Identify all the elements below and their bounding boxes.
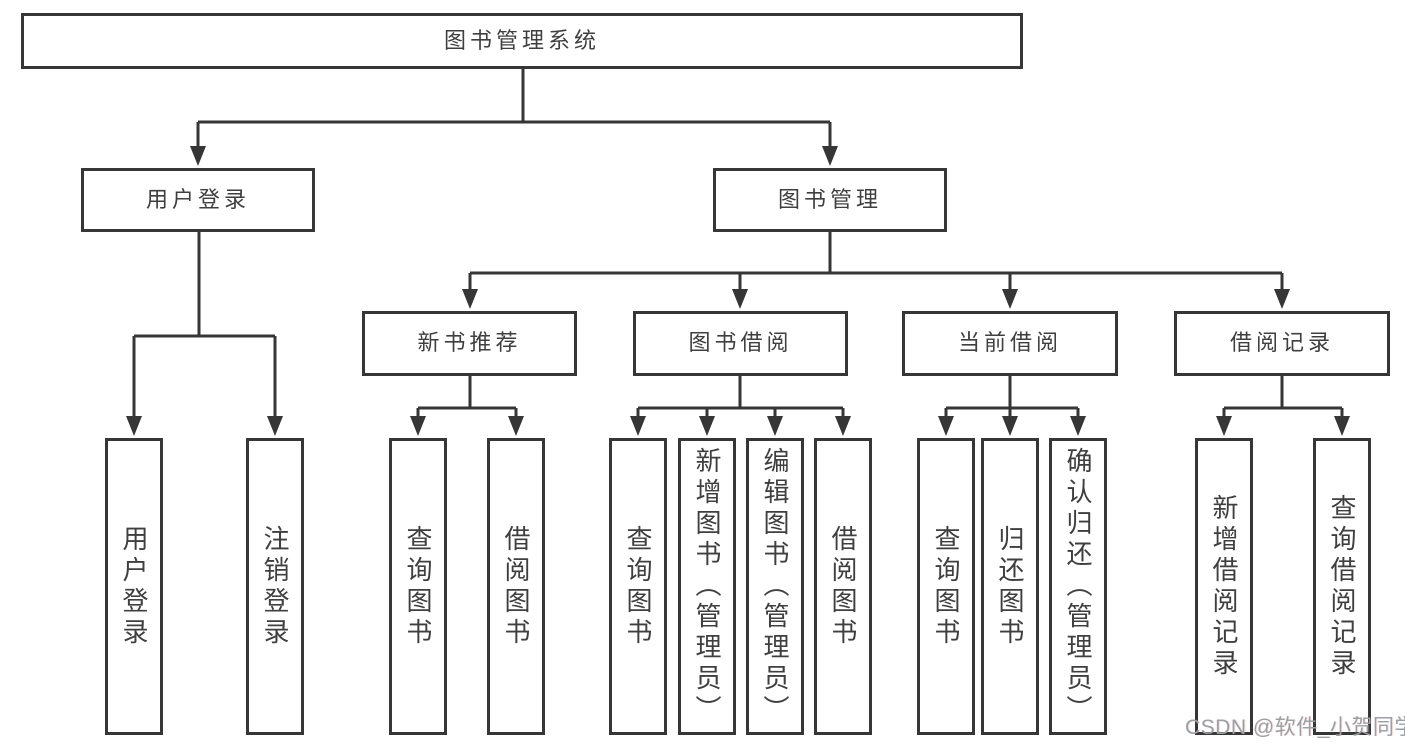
node-label: 注销登录 bbox=[260, 524, 290, 649]
node-label: 查询借阅记录 bbox=[1327, 493, 1357, 680]
node-label: 归还图书 bbox=[995, 524, 1025, 649]
node-label: 编辑图书（管理员） bbox=[760, 447, 790, 726]
node-label: 查询图书 bbox=[931, 524, 961, 649]
node-label: 当前借阅 bbox=[957, 330, 1062, 356]
leaf-borrow-book-2: 借阅图书 bbox=[814, 438, 872, 735]
node-label: 用户登录 bbox=[119, 524, 149, 649]
node-label: 查询图书 bbox=[403, 524, 433, 649]
node-label: 借阅图书 bbox=[828, 524, 858, 649]
connector-paths bbox=[132, 69, 1344, 417]
node-label: 用户登录 bbox=[145, 186, 250, 212]
node-user-login: 用户登录 bbox=[81, 168, 315, 232]
node-label: 图书借阅 bbox=[688, 330, 793, 356]
node-current-borrow: 当前借阅 bbox=[902, 311, 1118, 376]
leaf-confirm-return-admin: 确认归还（管理员） bbox=[1049, 438, 1107, 735]
node-label: 新增图书（管理员） bbox=[692, 447, 722, 726]
leaf-borrow-book-1: 借阅图书 bbox=[487, 438, 545, 735]
leaf-logout: 注销登录 bbox=[246, 438, 304, 735]
node-book-borrow: 图书借阅 bbox=[633, 311, 848, 376]
node-library-system: 图书管理系统 bbox=[21, 13, 1023, 69]
node-label: 新书推荐 bbox=[417, 330, 522, 356]
node-label: 借阅记录 bbox=[1229, 330, 1334, 356]
node-borrow-records: 借阅记录 bbox=[1174, 311, 1390, 376]
csdn-watermark: CSDN @软件_小贺同学 bbox=[1185, 716, 1405, 739]
node-book-management: 图书管理 bbox=[713, 168, 947, 232]
leaf-query-book-3: 查询图书 bbox=[917, 438, 975, 735]
node-label: 新增借阅记录 bbox=[1209, 493, 1239, 680]
leaf-edit-book-admin: 编辑图书（管理员） bbox=[746, 438, 804, 735]
leaf-add-borrow-record: 新增借阅记录 bbox=[1195, 438, 1253, 735]
leaf-query-book-2: 查询图书 bbox=[609, 438, 667, 735]
node-new-book-recommend: 新书推荐 bbox=[362, 311, 577, 376]
node-label: 图书管理系统 bbox=[443, 27, 600, 53]
node-label: 图书管理 bbox=[777, 186, 882, 212]
leaf-add-book-admin: 新增图书（管理员） bbox=[678, 438, 736, 735]
leaf-return-book: 归还图书 bbox=[981, 438, 1039, 735]
node-label: 查询图书 bbox=[623, 524, 653, 649]
node-label: 借阅图书 bbox=[501, 524, 531, 649]
leaf-query-borrow-record: 查询借阅记录 bbox=[1313, 438, 1371, 735]
leaf-query-book-1: 查询图书 bbox=[389, 438, 447, 735]
leaf-user-login: 用户登录 bbox=[105, 438, 163, 735]
node-label: 确认归还（管理员） bbox=[1063, 447, 1093, 726]
